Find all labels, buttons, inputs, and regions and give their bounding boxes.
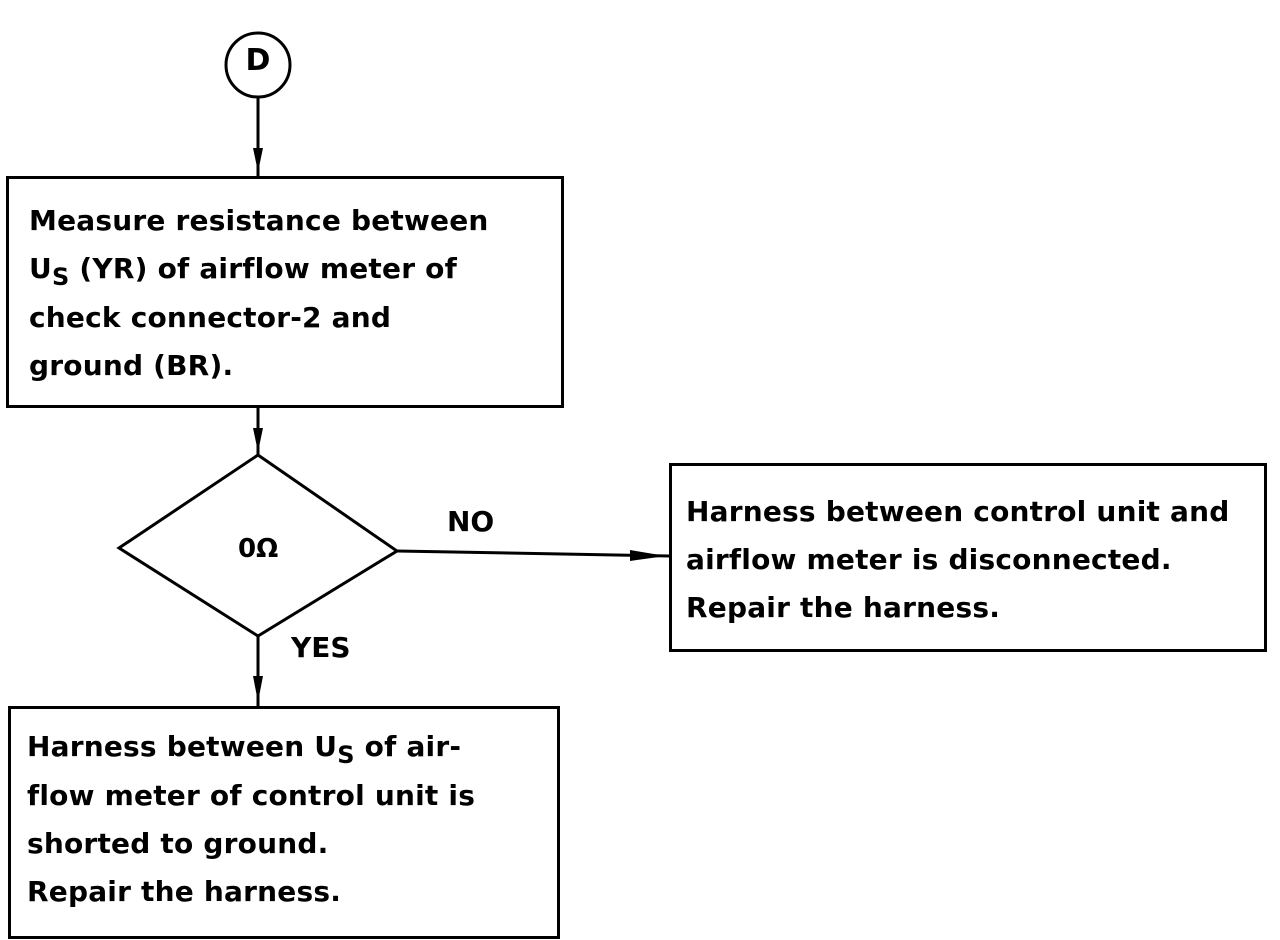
yes-us-subscript: S	[337, 741, 355, 769]
yes-line-1-main: Harness between U	[27, 730, 338, 763]
measure-line-4: ground (BR).	[29, 349, 234, 382]
arrowhead-start-to-measure	[253, 148, 263, 172]
no-line-2: airflow meter is disconnected.	[686, 543, 1172, 576]
arrowhead-decision-yes	[253, 676, 263, 702]
yes-line-1: Harness between US of air-	[27, 723, 557, 772]
no-line-3: Repair the harness.	[686, 591, 1001, 624]
harness-disconnected-box: Harness between control unit and airflow…	[669, 463, 1267, 652]
start-connector-label: D	[245, 43, 271, 78]
measure-line-2-rest: (YR) of airflow meter of	[69, 252, 457, 285]
measure-resistance-box: Measure resistance between US (YR) of ai…	[6, 176, 564, 408]
decision-condition: 0Ω	[238, 534, 279, 564]
measure-line-3: check connector-2 and	[29, 301, 392, 334]
yes-line-3: shorted to ground.	[27, 827, 329, 860]
yes-line-2: flow meter of control unit is	[27, 779, 476, 812]
measure-line-2: US (YR) of airflow meter of	[29, 245, 561, 294]
measure-line-1: Measure resistance between	[29, 204, 489, 237]
yes-line-1-rest: of air-	[354, 730, 462, 763]
arrowhead-measure-to-decision	[253, 428, 263, 452]
no-branch-label: NO	[447, 505, 495, 538]
arrow-decision-no	[396, 549, 670, 558]
measure-us-main: U	[29, 252, 52, 285]
yes-line-4: Repair the harness.	[27, 875, 342, 908]
no-line-1: Harness between control unit and	[686, 495, 1230, 528]
arrowhead-decision-no	[630, 550, 666, 561]
yes-branch-label: YES	[291, 631, 351, 664]
harness-shorted-box: Harness between US of air- flow meter of…	[8, 706, 560, 939]
measure-us-subscript: S	[51, 263, 70, 291]
